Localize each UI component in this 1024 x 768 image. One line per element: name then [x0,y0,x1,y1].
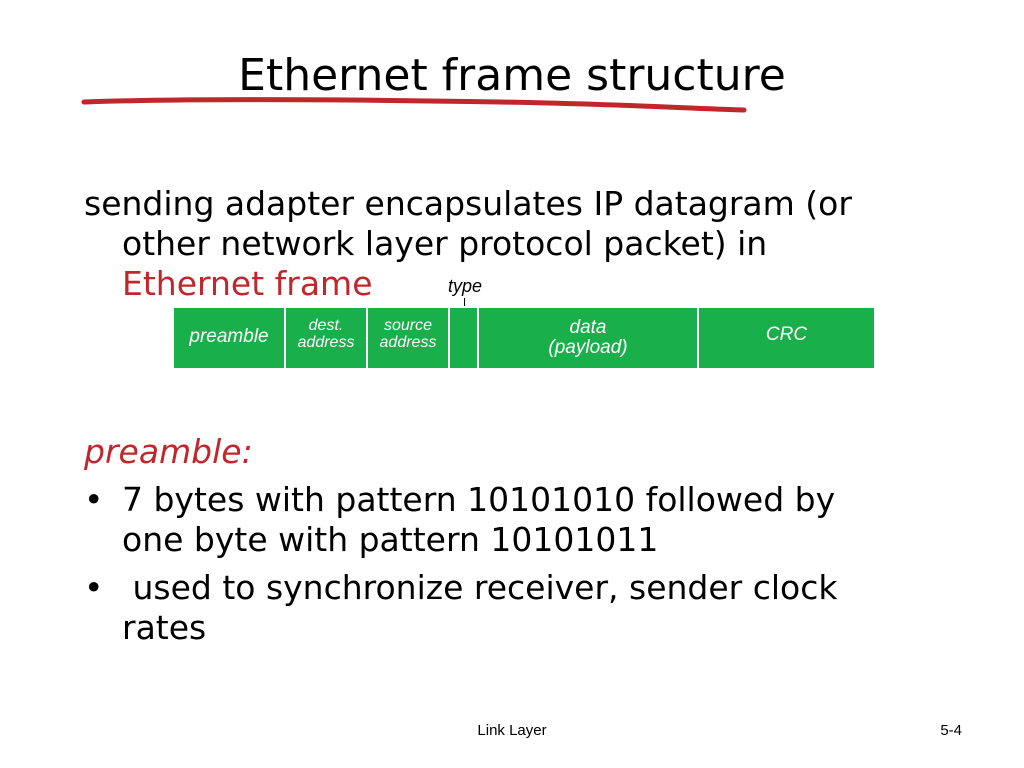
preamble-bullet-list: • 7 bytes with pattern 10101010 followed… [84,480,884,656]
crc-field-label: CRC [765,324,808,345]
bullet-item: • 7 bytes with pattern 10101010 followed… [84,480,884,560]
intro-paragraph: sending adapter encapsulates IP datagram… [84,184,884,304]
intro-line-1: sending adapter encapsulates IP datagram… [84,184,852,223]
preamble-field-label: preamble [189,326,269,347]
type-field-label: type [448,276,483,296]
bullet-2-line-2: rates [122,608,207,647]
slide-title: Ethernet frame structure [238,50,786,101]
dest-label-line-1: dest. [308,317,344,334]
bullet-1-line-1: 7 bytes with pattern 10101010 followed b… [122,480,836,519]
frame-field-preamble: preamble [174,308,286,368]
title-underline [81,97,747,113]
bullet-2-line-1: used to synchronize receiver, sender clo… [122,568,838,607]
frame-field-source-address: source address [368,308,450,368]
ethernet-frame-diagram: preamble dest. address source address da… [174,308,874,368]
source-label-line-2: address [379,334,437,351]
slide-number: 5-4 [940,722,962,739]
bullet-item: • used to synchronize receiver, sender c… [84,568,884,648]
frame-field-data: data (payload) [479,308,699,368]
data-label-line-1: data [569,317,607,338]
bullet-1-line-2: one byte with pattern 10101011 [122,520,659,559]
bullet-marker: • [84,568,104,607]
footer-section-title: Link Layer [477,722,547,739]
bullet-marker: • [84,480,104,519]
dest-label-line-2: address [297,334,355,351]
intro-line-2: other network layer protocol packet) in [122,224,768,263]
frame-field-dest-address: dest. address [286,308,368,368]
intro-highlight: Ethernet frame [122,264,373,303]
data-label-line-2: (payload) [548,337,628,358]
frame-field-type [450,308,479,368]
source-label-line-1: source [383,317,433,334]
preamble-heading: preamble: [84,432,253,471]
frame-field-crc: CRC [699,308,874,368]
type-pointer-tick [464,298,465,306]
